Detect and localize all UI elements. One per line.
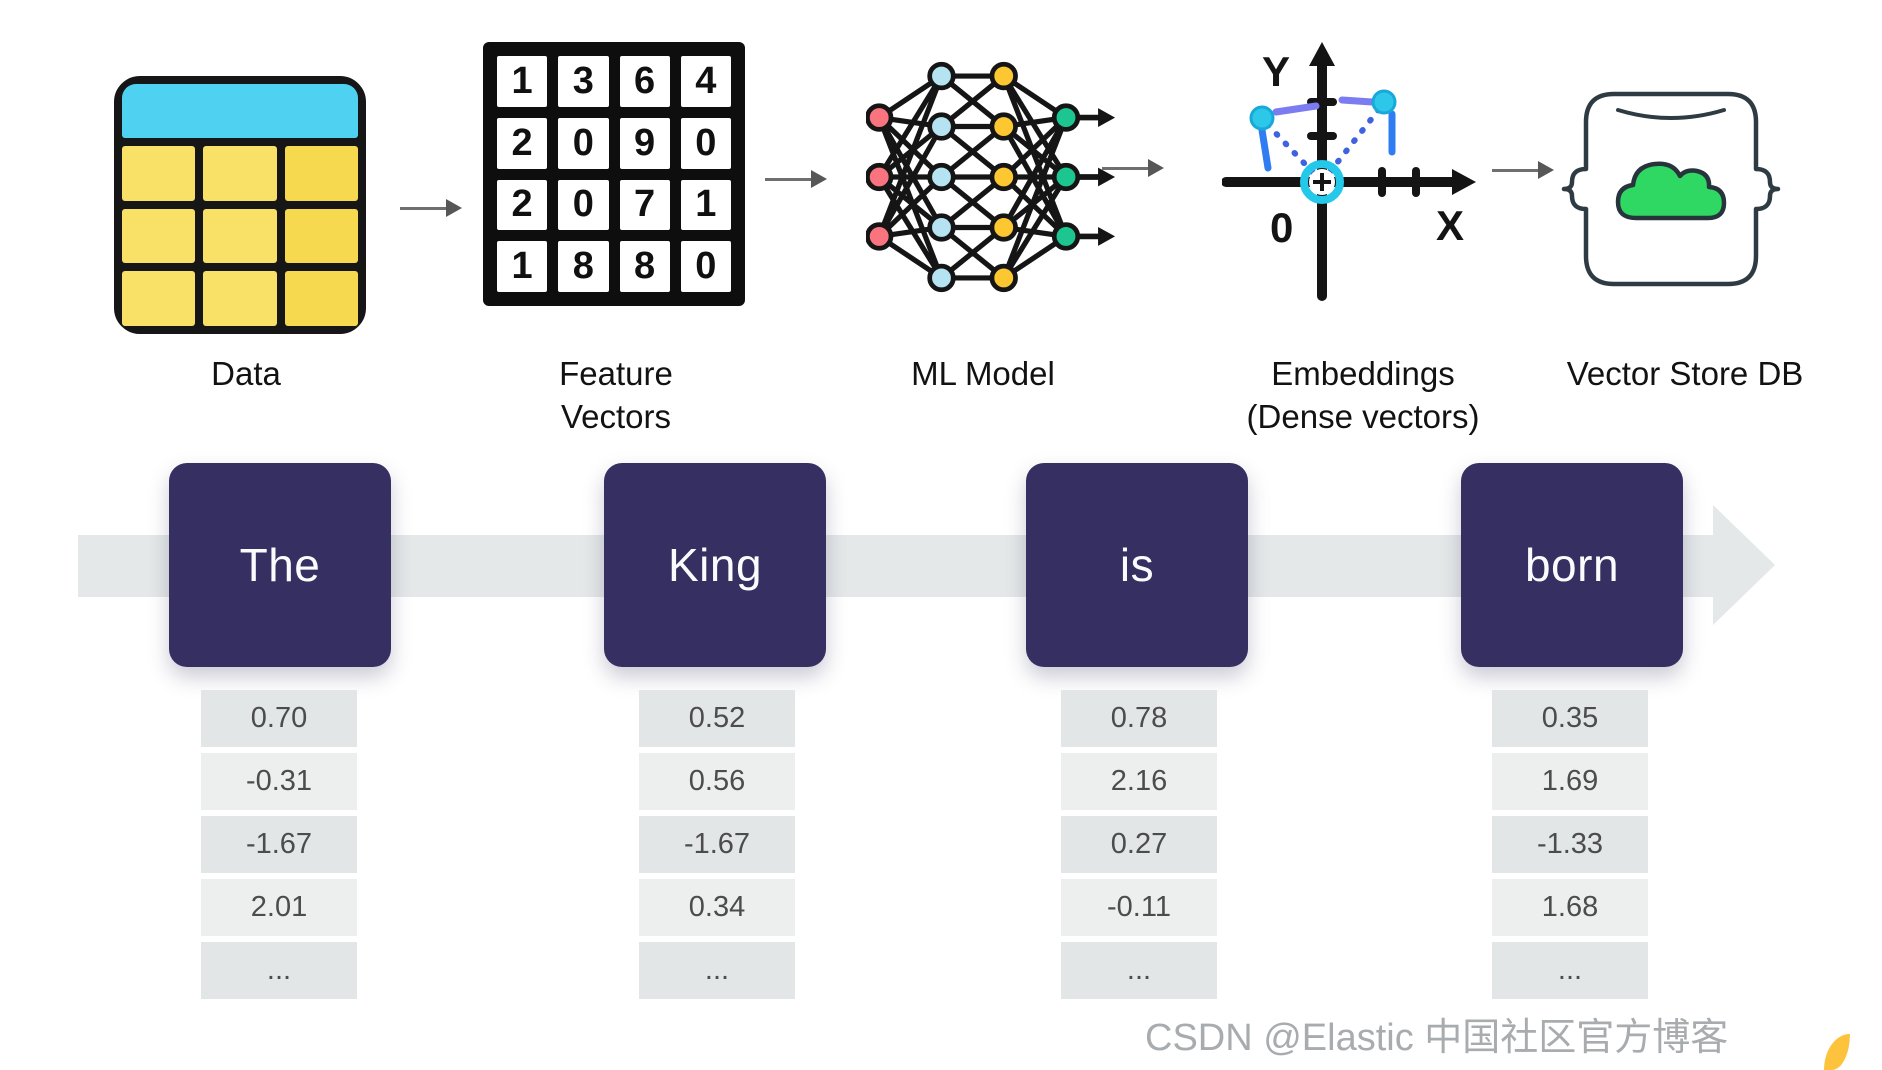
vector-cell: -1.67 (201, 816, 357, 873)
matrix-cell: 1 (680, 179, 731, 231)
vector-cell: 1.68 (1492, 879, 1648, 936)
token-box: is (1026, 463, 1248, 667)
vector-cell: 0.70 (201, 690, 357, 747)
vector-column: 0.70 -0.31 -1.67 2.01 ... (201, 690, 357, 1005)
nn-hidden-node (989, 213, 1018, 242)
nn-input-node (866, 103, 894, 132)
vector-cell: 0.27 (1061, 816, 1217, 873)
stage-label-embeddings: Embeddings (Dense vectors) (1246, 355, 1480, 435)
nn-output-node (1051, 162, 1081, 192)
db-top-arc (1616, 108, 1726, 120)
vector-column: 0.35 1.69 -1.33 1.68 ... (1492, 690, 1648, 1005)
arrow-model-to-embeddings-icon (1102, 159, 1164, 177)
matrix-cell: 0 (680, 241, 731, 292)
nn-hidden-node (989, 112, 1018, 141)
token-word: King (667, 539, 763, 591)
matrix-cell: 2 (497, 117, 548, 169)
nn-edges-input (876, 73, 945, 281)
matrix-cell: 0 (558, 179, 609, 231)
vector-cell: ... (1061, 942, 1217, 999)
vector-cell: -0.31 (201, 753, 357, 810)
nn-edges-hidden (938, 73, 1007, 281)
nn-output-node (1051, 222, 1081, 251)
matrix-cell: 3 (558, 56, 609, 107)
origin-label: 0 (1270, 204, 1293, 251)
matrix-cell: 8 (558, 241, 609, 292)
nn-hidden-node (927, 162, 956, 192)
vector-store-db-icon (1561, 91, 1781, 287)
token-word: is (1119, 539, 1155, 591)
matrix-cell: 2 (497, 179, 548, 231)
table-header-row (122, 84, 358, 138)
matrix-cell: 8 (619, 241, 670, 292)
data-table-icon (114, 76, 366, 334)
origin-ring (1300, 160, 1344, 204)
nn-hidden-node (989, 61, 1018, 91)
arrow-data-to-features-icon (400, 199, 462, 217)
embedding-point (1371, 89, 1397, 115)
nn-output-node (1051, 103, 1081, 132)
embedding-point (1249, 105, 1275, 131)
matrix-cell: 0 (558, 117, 609, 169)
arrow-features-to-model-icon (765, 170, 827, 188)
matrix-cell: 1 (497, 241, 548, 292)
nn-input-node (866, 162, 894, 192)
nn-hidden-node (927, 263, 956, 293)
matrix-cell: 0 (680, 117, 731, 169)
token-word: born (1524, 539, 1620, 591)
stage-label-ml-model: ML Model (911, 355, 1055, 392)
embeddings-plot-icon: Y X 0 (1222, 42, 1476, 301)
flow-band-arrowhead (1713, 505, 1775, 625)
token-word: The (239, 539, 321, 591)
nn-output-arrow-heads (1098, 108, 1116, 246)
csdn-watermark: CSDN @Elastic 中国社区官方博客 (1145, 1017, 1729, 1059)
neural-network-icon (866, 61, 1116, 293)
arrow-embeddings-to-store-icon (1492, 161, 1554, 179)
vector-cell: 0.34 (639, 879, 795, 936)
vector-cell: 0.52 (639, 690, 795, 747)
matrix-cell: 7 (619, 179, 670, 231)
y-axis-label: Y (1262, 48, 1290, 95)
nn-edges-output (1001, 73, 1069, 281)
matrix-cell: 1 (497, 56, 548, 107)
nn-hidden-node (927, 112, 956, 141)
vector-cell: -1.33 (1492, 816, 1648, 873)
nn-hidden-node (927, 213, 956, 242)
vector-cell: ... (639, 942, 795, 999)
vector-cell: ... (201, 942, 357, 999)
token-box: The (169, 463, 391, 667)
nn-hidden-node (989, 263, 1018, 293)
token-box: born (1461, 463, 1683, 667)
stage-label-feature-vectors: Feature Vectors (559, 355, 673, 435)
nn-hidden-node (989, 162, 1018, 192)
vector-cell: 0.56 (639, 753, 795, 810)
matrix-cell: 6 (619, 56, 670, 107)
matrix-cell: 9 (619, 117, 670, 169)
feature-matrix-icon: 1 3 6 4 2 0 9 0 2 0 7 1 1 8 8 0 (483, 42, 745, 306)
matrix-cell: 4 (680, 56, 731, 107)
nn-input-node (866, 222, 894, 251)
stage-label-data: Data (211, 355, 281, 392)
vector-cell: 2.01 (201, 879, 357, 936)
token-box: King (604, 463, 826, 667)
nn-output-arrow-shafts (1074, 114, 1101, 240)
vector-cell: -1.67 (639, 816, 795, 873)
stage-label-vector-store-db: Vector Store DB (1566, 355, 1804, 392)
vector-cell: 0.35 (1492, 690, 1648, 747)
nn-hidden-node (927, 61, 956, 91)
vector-cell: 1.69 (1492, 753, 1648, 810)
vector-cell: 2.16 (1061, 753, 1217, 810)
vector-column: 0.78 2.16 0.27 -0.11 ... (1061, 690, 1217, 1005)
vector-cell: -0.11 (1061, 879, 1217, 936)
y-axis-arrowhead (1309, 42, 1335, 66)
cloud-icon (1615, 161, 1727, 221)
x-axis-label: X (1436, 202, 1464, 249)
vector-cell: ... (1492, 942, 1648, 999)
vector-cell: 0.78 (1061, 690, 1217, 747)
x-axis-arrowhead (1452, 169, 1476, 195)
vector-column: 0.52 0.56 -1.67 0.34 ... (639, 690, 795, 1005)
